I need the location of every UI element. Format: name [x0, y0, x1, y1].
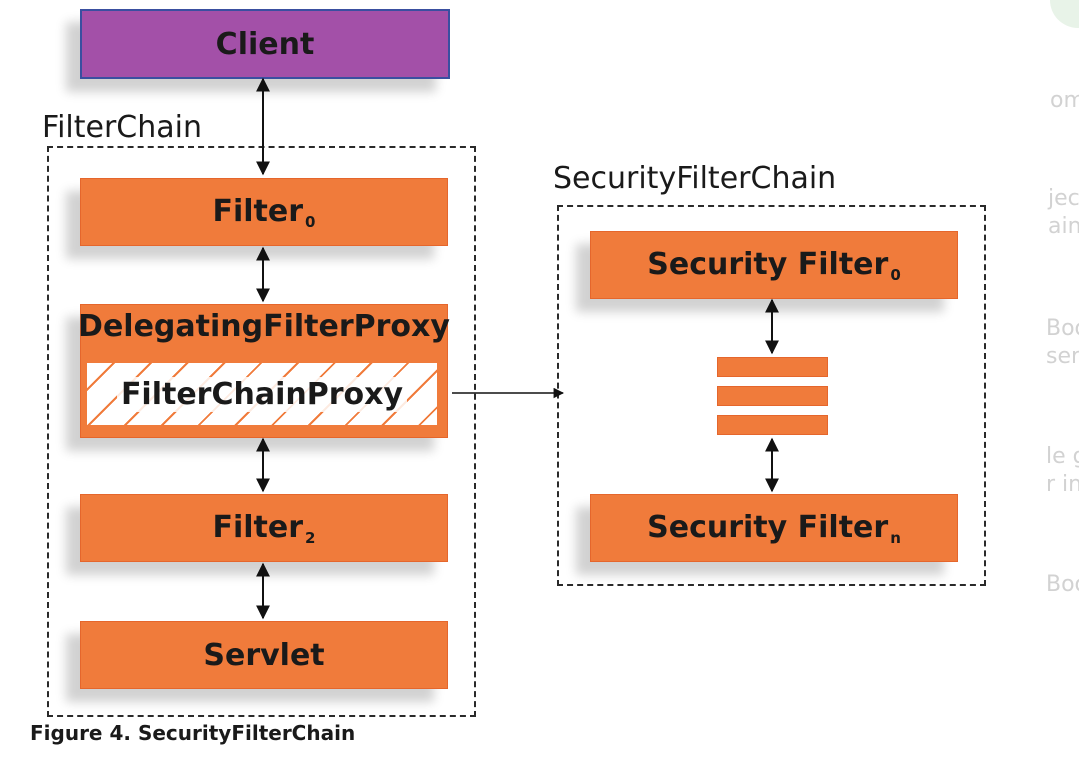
- background-fragment: Boo: [1046, 572, 1079, 597]
- client-box: Client: [80, 9, 450, 79]
- filter-chain-title: FilterChain: [42, 110, 202, 145]
- client-label: Client: [215, 26, 315, 62]
- delegating-filter-proxy-label: DelegatingFilterProxy: [78, 309, 450, 344]
- background-fragment: jec: [1048, 186, 1079, 211]
- background-fragment: om: [1050, 88, 1079, 113]
- filter-stack-bar: [717, 415, 828, 435]
- servlet-label: Servlet: [203, 637, 325, 673]
- background-fragment: r in: [1046, 472, 1079, 497]
- background-fragment: Boo: [1046, 316, 1079, 341]
- figure-caption: Figure 4. SecurityFilterChain: [30, 721, 356, 745]
- servlet-box: Servlet: [80, 621, 448, 689]
- filter-stack-bar: [717, 357, 828, 377]
- background-fragment: ain: [1048, 214, 1079, 239]
- background-fragment: le g: [1046, 444, 1079, 469]
- security-filter-chain-title: SecurityFilterChain: [553, 161, 837, 196]
- background-fragment: ser: [1046, 344, 1079, 369]
- filter-chain-proxy-label: FilterChainProxy: [116, 376, 408, 412]
- filter-chain-proxy-box: FilterChainProxy: [84, 360, 440, 428]
- filter-stack-bar: [717, 386, 828, 406]
